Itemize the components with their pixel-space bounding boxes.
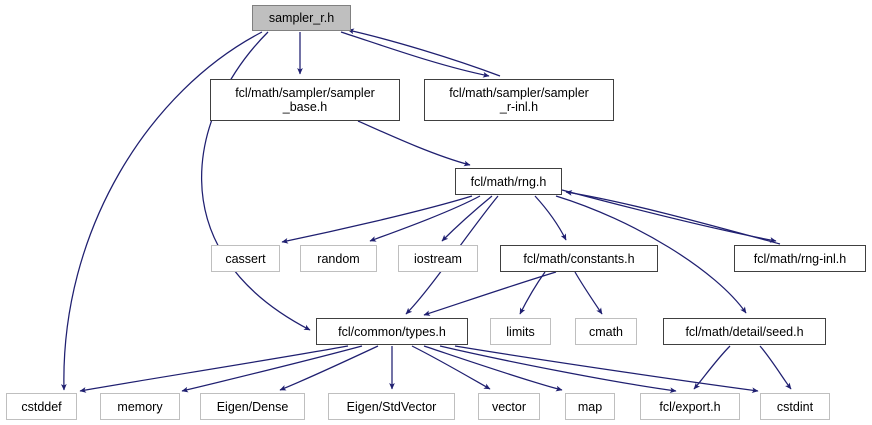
node-label: vector	[491, 399, 527, 414]
node-rng[interactable]: fcl/math/rng.h	[455, 168, 562, 195]
edge-seed-to-cstdint	[759, 345, 792, 390]
node-label: fcl/math/detail/seed.h	[685, 324, 804, 339]
node-label: iostream	[414, 251, 462, 266]
node-types[interactable]: fcl/common/types.h	[316, 318, 468, 345]
node-sampler_base[interactable]: fcl/math/sampler/sampler _base.h	[210, 79, 400, 121]
node-limits[interactable]: limits	[490, 318, 551, 345]
node-label: Eigen/Dense	[216, 399, 289, 414]
edge-constants-to-cmath	[574, 271, 603, 315]
edge-types-to-vector	[411, 345, 491, 390]
node-label: fcl/math/constants.h	[523, 251, 635, 266]
node-label: fcl/common/types.h	[338, 324, 446, 339]
edge-rng-to-iostream	[441, 195, 493, 242]
node-label: Eigen/StdVector	[346, 399, 437, 414]
node-label: fcl/math/sampler/sampler _base.h	[235, 86, 375, 114]
node-label: map	[577, 399, 603, 414]
edge-types-to-eigen_dense	[279, 345, 379, 391]
edge-types-to-memory	[181, 345, 363, 393]
edge-seed-to-export	[693, 345, 731, 390]
node-iostream[interactable]: iostream	[398, 245, 478, 272]
node-label: fcl/math/rng-inl.h	[753, 251, 847, 266]
node-label: cstdint	[776, 399, 814, 414]
edge-types-to-map	[423, 345, 563, 392]
node-label: sampler_r.h	[268, 11, 335, 25]
edge-rng-to-rng_inl	[561, 189, 777, 243]
edge-rng-to-random	[369, 195, 481, 242]
node-seed[interactable]: fcl/math/detail/seed.h	[663, 318, 826, 345]
edge-rng-to-cassert	[281, 195, 473, 244]
node-label: limits	[506, 324, 535, 339]
edge-sampler_r-to-types	[201, 31, 311, 331]
edge-sampler_base-to-rng	[357, 120, 471, 167]
edge-sampler_r-to-sampler_r_inl	[340, 31, 490, 78]
edge-types-to-cstddef	[79, 345, 349, 393]
node-rng_inl[interactable]: fcl/math/rng-inl.h	[734, 245, 866, 272]
node-sampler_r_inl[interactable]: fcl/math/sampler/sampler _r-inl.h	[424, 79, 614, 121]
node-cstdint[interactable]: cstdint	[760, 393, 830, 420]
node-label: fcl/math/sampler/sampler _r-inl.h	[449, 86, 589, 114]
node-label: cstddef	[21, 399, 62, 414]
edge-constants-to-types	[423, 271, 557, 316]
node-random[interactable]: random	[300, 245, 377, 272]
node-label: fcl/math/rng.h	[470, 174, 547, 189]
node-eigen_stdvector[interactable]: Eigen/StdVector	[328, 393, 455, 420]
edge-types-to-cstdint	[454, 345, 759, 394]
node-export[interactable]: fcl/export.h	[640, 393, 740, 420]
edge-rng-to-constants	[534, 195, 567, 241]
edge-types-to-export	[439, 345, 677, 394]
node-vector[interactable]: vector	[478, 393, 540, 420]
node-label: memory	[117, 399, 163, 414]
node-map[interactable]: map	[565, 393, 615, 420]
node-label: fcl/export.h	[659, 399, 721, 414]
node-label: cassert	[225, 251, 266, 266]
node-label: cmath	[588, 324, 624, 339]
node-cstddef[interactable]: cstddef	[6, 393, 77, 420]
node-cmath[interactable]: cmath	[575, 318, 637, 345]
node-label: random	[317, 251, 360, 266]
node-memory[interactable]: memory	[100, 393, 180, 420]
edge-constants-to-limits	[519, 271, 546, 315]
node-constants[interactable]: fcl/math/constants.h	[500, 245, 658, 272]
edge-rng_inl-to-rng	[565, 190, 781, 245]
node-sampler_r[interactable]: sampler_r.h	[252, 5, 351, 31]
node-eigen_dense[interactable]: Eigen/Dense	[200, 393, 305, 420]
edge-sampler_r_inl-to-sampler_r	[347, 28, 501, 77]
node-cassert[interactable]: cassert	[211, 245, 280, 272]
